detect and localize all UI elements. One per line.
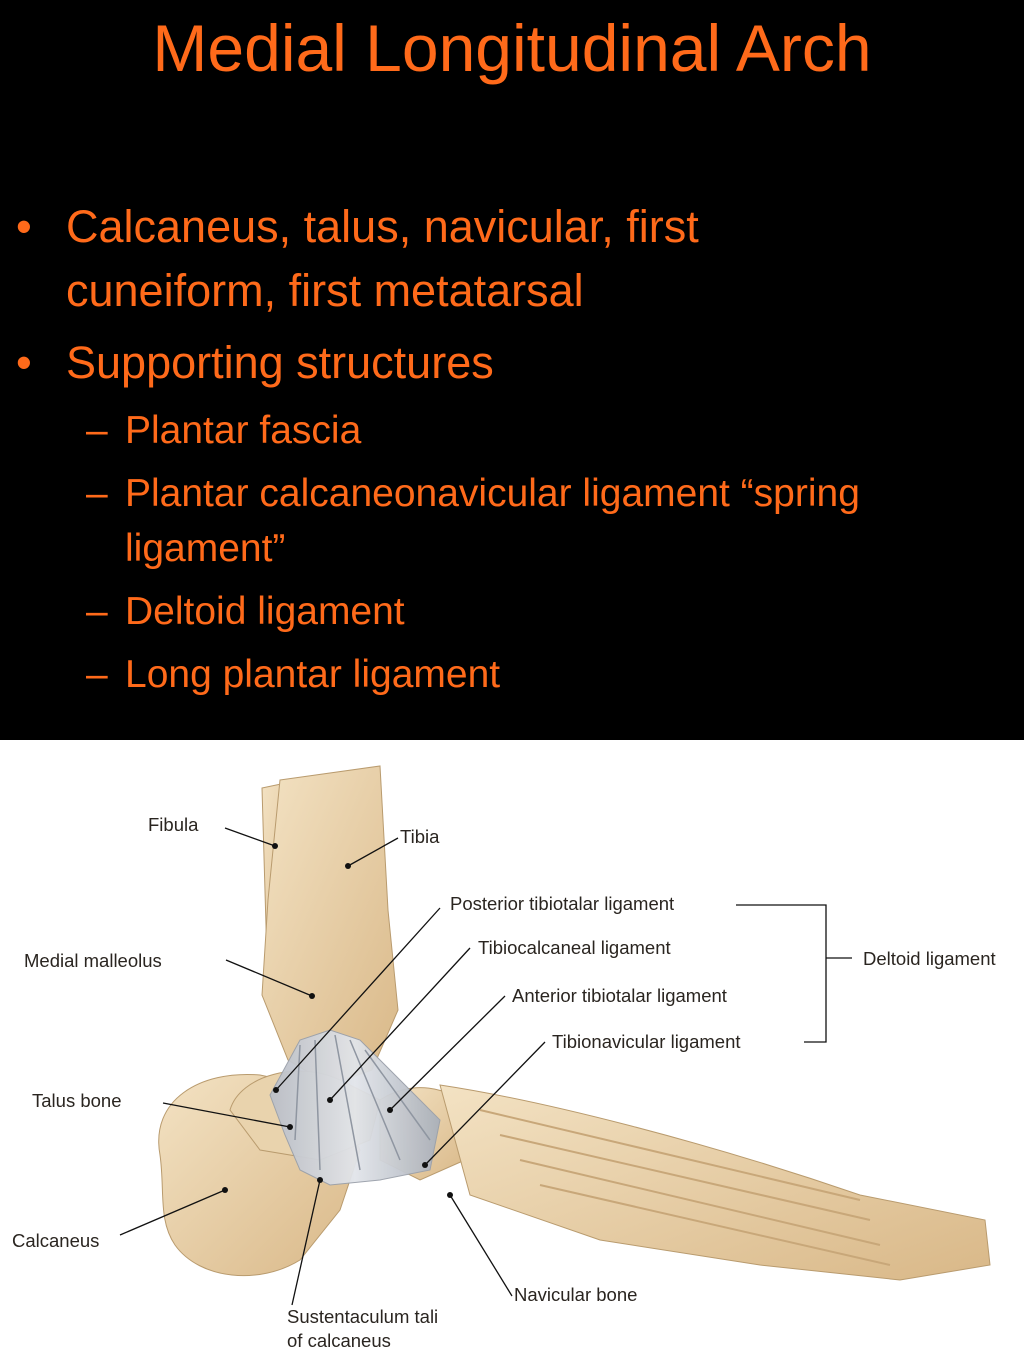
label-sustentaculum-line1: Sustentaculum tali — [287, 1306, 439, 1327]
bullet-item: • Calcaneus, talus, navicular, first cun… — [0, 195, 826, 323]
sub-bullet-marker: – — [86, 409, 108, 452]
sub-bullet-item: – Plantar fascia — [0, 403, 985, 458]
sub-bullet-marker: – — [86, 590, 108, 633]
label-talus-bone: Talus bone — [32, 1090, 122, 1111]
sub-bullet-item: – Long plantar ligament — [0, 647, 985, 702]
metatarsal-shading — [479, 1109, 891, 1266]
label-calcaneus: Calcaneus — [12, 1230, 100, 1251]
label-tibionavicular: Tibionavicular ligament — [552, 1031, 741, 1052]
forefoot-bones — [439, 1084, 991, 1281]
sub-bullet-text: Plantar fascia — [125, 409, 362, 452]
leader-lines — [119, 827, 852, 1306]
sub-bullet-item: – Deltoid ligament — [0, 584, 985, 639]
sub-bullet-marker: – — [86, 653, 108, 696]
label-tibia: Tibia — [400, 826, 440, 847]
ankle-illustration — [119, 765, 991, 1306]
bullet-marker: • — [16, 337, 32, 388]
sub-bullet-marker: – — [86, 472, 108, 515]
label-anterior-tibiotalar: Anterior tibiotalar ligament — [512, 985, 727, 1006]
label-navicular-bone: Navicular bone — [514, 1284, 638, 1305]
sub-bullet-item: – Plantar calcaneonavicular ligament “sp… — [0, 466, 985, 576]
label-fibula: Fibula — [148, 814, 199, 835]
sub-bullet-text: Plantar calcaneonavicular ligament “spri… — [125, 472, 860, 570]
label-tibiocalcaneal: Tibiocalcaneal ligament — [478, 937, 671, 958]
label-medial-malleolus: Medial malleolus — [24, 950, 162, 971]
ankle-anatomy-figure: Fibula Tibia Medial malleolus Posterior … — [0, 740, 1024, 1365]
bullet-list: • Calcaneus, talus, navicular, first cun… — [0, 195, 1024, 710]
bullet-marker: • — [16, 201, 32, 252]
label-deltoid-ligament: Deltoid ligament — [863, 948, 996, 969]
bullet-text: Supporting structures — [66, 337, 494, 388]
label-posterior-tibiotalar: Posterior tibiotalar ligament — [450, 893, 675, 914]
slide-title: Medial Longitudinal Arch — [152, 11, 872, 85]
bullet-item: • Supporting structures — [0, 331, 826, 395]
label-sustentaculum-line2: of calcaneus — [287, 1330, 391, 1351]
leader-dots — [222, 843, 453, 1198]
sub-bullet-text: Deltoid ligament — [125, 590, 405, 633]
ligament-fibers — [294, 1034, 431, 1171]
sub-bullet-text: Long plantar ligament — [125, 653, 501, 696]
bullet-text: Calcaneus, talus, navicular, first cunei… — [66, 201, 699, 316]
deltoid-ligament-shape — [269, 1029, 441, 1186]
